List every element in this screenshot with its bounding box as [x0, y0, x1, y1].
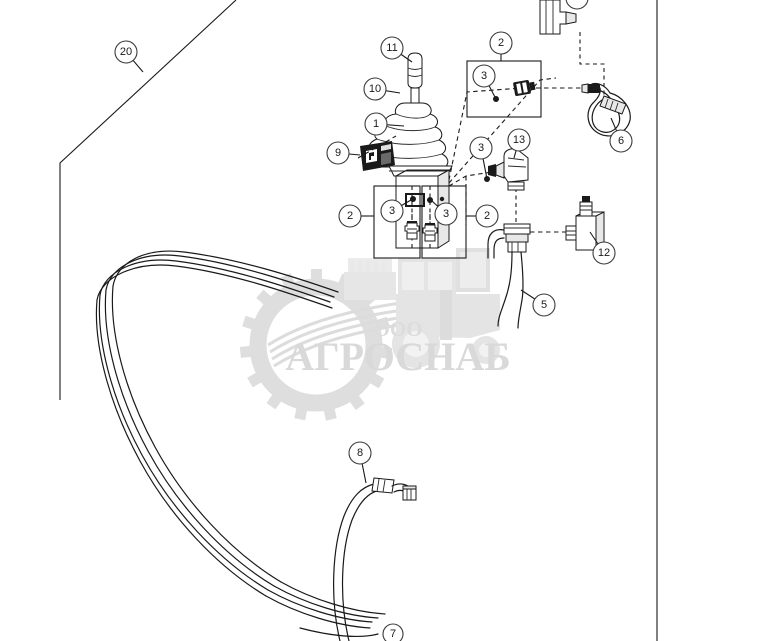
fitting-hose5-top — [503, 223, 531, 253]
valve-12 — [565, 196, 605, 251]
valve-body-mid — [422, 223, 438, 242]
combine-harvester-icon — [344, 248, 500, 368]
callout-2-lower-right[interactable]: 2 — [475, 204, 499, 228]
valve-body-left — [404, 221, 420, 240]
callout-20[interactable]: 20 — [114, 40, 144, 73]
hose-bundle-left — [95, 250, 386, 629]
callout-3-upper-right[interactable]: 3 — [472, 64, 497, 100]
fitting-lower-left — [404, 196, 420, 240]
callout-10[interactable]: 10 — [363, 77, 401, 101]
hose-5 — [487, 229, 524, 329]
electrical-connector-plate — [360, 141, 395, 171]
top-tee-fitting — [539, 0, 589, 35]
watermark: ООО АГРОСНАБ — [239, 248, 511, 421]
indicator-hole-upper — [439, 196, 445, 202]
watermark-line1: ООО — [373, 317, 422, 341]
callout-5[interactable]: 5 — [520, 289, 556, 317]
fitting-lower-mid — [422, 197, 438, 242]
hose-8 — [333, 477, 417, 641]
hose-7 — [299, 627, 379, 638]
elbow-valve-13 — [488, 148, 529, 191]
callout-7[interactable]: 7 — [382, 623, 404, 641]
callout-11[interactable]: 11 — [380, 36, 413, 63]
callout-2-upper-right[interactable]: 2 — [489, 31, 513, 55]
callout-8[interactable]: 8 — [348, 441, 372, 484]
fitting-upper-right — [493, 79, 536, 102]
hose-6 — [581, 82, 631, 137]
cab-frame-outline — [59, 0, 658, 641]
watermark-line2: АГРОСНАБ — [285, 334, 510, 379]
callout-9[interactable]: 9 — [326, 141, 361, 165]
callout-2-lower-left[interactable]: 2 — [338, 204, 362, 228]
